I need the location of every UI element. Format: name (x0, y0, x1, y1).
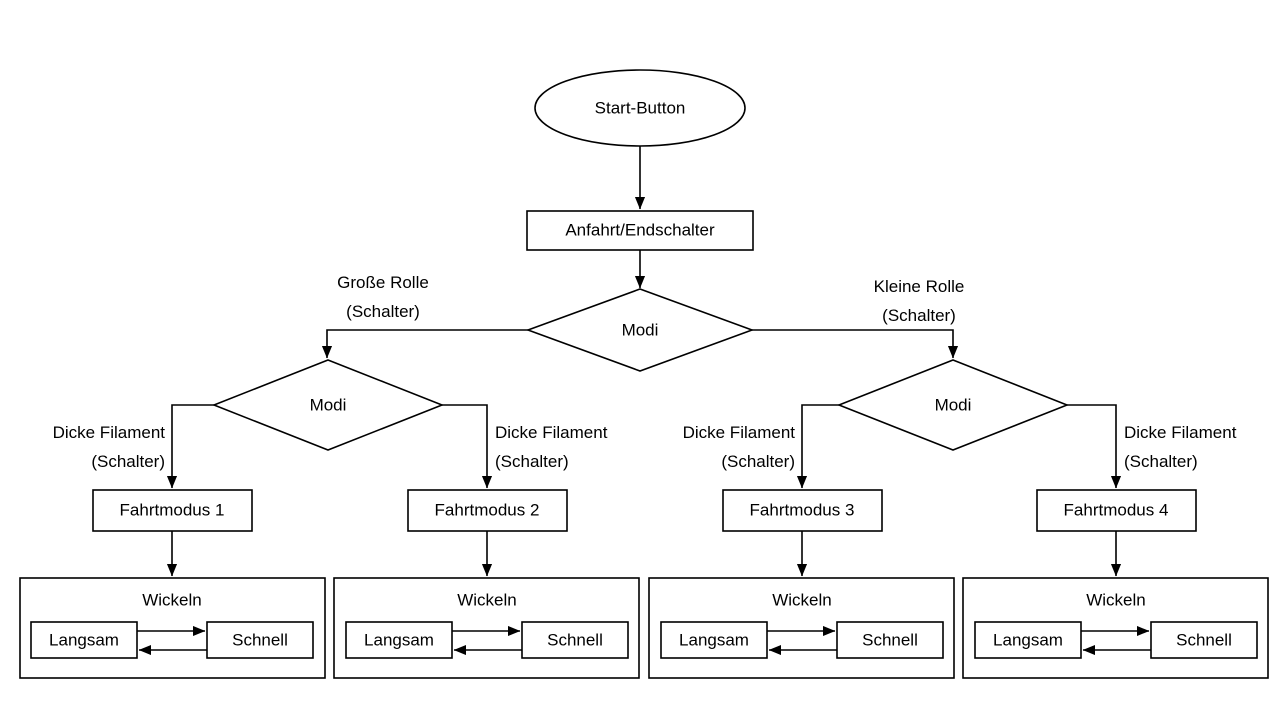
schnell-label-4: Schnell (1176, 630, 1232, 649)
wickeln-group-2[interactable]: Wickeln Langsam Schnell (333, 577, 640, 679)
edge-label-dicke-filament-2-line1: Dicke Filament (495, 423, 608, 442)
wickeln-group-3[interactable]: Wickeln Langsam Schnell (648, 577, 955, 679)
wickeln-title-2: Wickeln (457, 590, 517, 609)
fahrtmodus-3-node[interactable] (722, 489, 883, 532)
edge-label-dicke-filament-3-line2: (Schalter) (721, 452, 795, 471)
langsam-node-2[interactable] (345, 621, 453, 659)
connector-modi-left-to-fahrtmodus-2 (442, 404, 493, 489)
schnell-node-3[interactable] (836, 621, 944, 659)
wickeln-title-4: Wickeln (1086, 590, 1146, 609)
wickeln-title-1: Wickeln (142, 590, 202, 609)
modi-right-label: Modi (935, 395, 972, 414)
langsam-label-1: Langsam (49, 630, 119, 649)
modi-right-node[interactable] (836, 359, 1070, 451)
edge-label-grosse-rolle-line1: Große Rolle (337, 273, 429, 292)
connector-modi-right-to-fahrtmodus-4 (1067, 404, 1122, 489)
schnell-label-1: Schnell (232, 630, 288, 649)
connector-modi-root-left-branch (321, 329, 528, 359)
modi-root-node[interactable] (525, 288, 755, 372)
wickeln-title-3: Wickeln (772, 590, 832, 609)
edge-label-grosse-rolle-line2: (Schalter) (346, 302, 420, 321)
schnell-label-3: Schnell (862, 630, 918, 649)
schnell-node-2[interactable] (521, 621, 629, 659)
schnell-node-1[interactable] (206, 621, 314, 659)
schnell-node-4[interactable] (1150, 621, 1258, 659)
edge-label-dicke-filament-4-line1: Dicke Filament (1124, 423, 1237, 442)
fahrtmodus-2-node[interactable] (407, 489, 568, 532)
edge-label-dicke-filament-2-line2: (Schalter) (495, 452, 569, 471)
connector-modi-root-right-branch (752, 329, 959, 359)
edge-label-dicke-filament-1-line1: Dicke Filament (53, 423, 166, 442)
endschalter-label: Anfahrt/Endschalter (565, 220, 715, 239)
edge-label-dicke-filament-3-line1: Dicke Filament (683, 423, 796, 442)
modi-root-label: Modi (622, 320, 659, 339)
fahrtmodus-4-label: Fahrtmodus 4 (1064, 500, 1169, 519)
fahrtmodus-2-label: Fahrtmodus 2 (435, 500, 540, 519)
endschalter-node[interactable] (526, 210, 754, 251)
wickeln-group-1[interactable]: Wickeln Langsam Schnell (19, 577, 326, 679)
modi-left-label: Modi (310, 395, 347, 414)
start-button-node[interactable] (534, 69, 746, 147)
langsam-label-2: Langsam (364, 630, 434, 649)
start-button-label: Start-Button (595, 98, 686, 117)
langsam-node-1[interactable] (30, 621, 138, 659)
edge-label-kleine-rolle-line1: Kleine Rolle (874, 277, 965, 296)
edge-label-dicke-filament-1-line2: (Schalter) (91, 452, 165, 471)
langsam-label-4: Langsam (993, 630, 1063, 649)
edge-label-kleine-rolle-line2: (Schalter) (882, 306, 956, 325)
fahrtmodus-4-node[interactable] (1036, 489, 1197, 532)
modi-left-node[interactable] (211, 359, 445, 451)
connector-modi-left-to-fahrtmodus-1 (166, 404, 214, 489)
langsam-node-4[interactable] (974, 621, 1082, 659)
fahrtmodus-3-label: Fahrtmodus 3 (750, 500, 855, 519)
langsam-node-3[interactable] (660, 621, 768, 659)
edge-label-dicke-filament-4-line2: (Schalter) (1124, 452, 1198, 471)
schnell-label-2: Schnell (547, 630, 603, 649)
fahrtmodus-1-label: Fahrtmodus 1 (120, 500, 225, 519)
wickeln-group-4[interactable]: Wickeln Langsam Schnell (962, 577, 1269, 679)
fahrtmodus-1-node[interactable] (92, 489, 253, 532)
langsam-label-3: Langsam (679, 630, 749, 649)
connector-modi-right-to-fahrtmodus-3 (796, 404, 839, 489)
